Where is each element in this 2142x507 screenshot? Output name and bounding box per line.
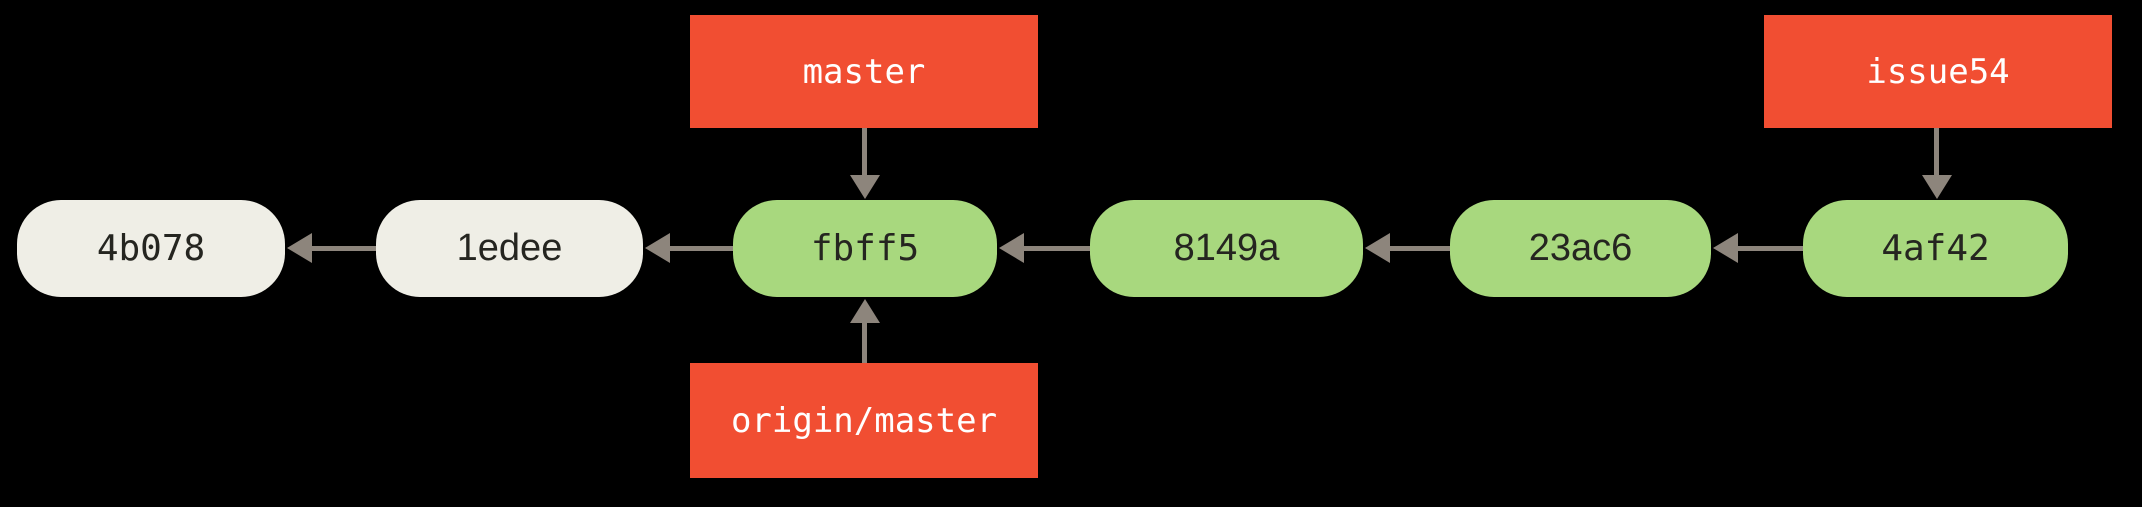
commit-node-8149a: 8149a <box>1090 200 1363 297</box>
arrowhead-left-icon <box>645 233 670 263</box>
arrowhead-left-icon <box>287 233 312 263</box>
arrowhead-left-icon <box>999 233 1024 263</box>
arrowhead-up-icon <box>850 299 880 323</box>
arrowhead-down-icon <box>850 175 880 199</box>
commit-node-23ac6: 23ac6 <box>1450 200 1711 297</box>
arrow-shaft <box>669 246 733 251</box>
arrowhead-left-icon <box>1713 233 1738 263</box>
commit-node-4af42: 4af42 <box>1803 200 2068 297</box>
commit-node-1edee: 1edee <box>376 200 643 297</box>
branch-label-issue54: issue54 <box>1764 15 2112 128</box>
arrow-shaft <box>1737 246 1803 251</box>
branch-label-master: master <box>690 15 1038 128</box>
arrow-shaft <box>862 128 867 175</box>
branch-label-origin-master: origin/master <box>690 363 1038 478</box>
arrow-shaft <box>1023 246 1090 251</box>
arrow-shaft <box>1389 246 1450 251</box>
commit-node-4b078: 4b078 <box>17 200 285 297</box>
arrow-shaft <box>1934 128 1939 175</box>
arrow-shaft <box>862 323 867 363</box>
commit-node-fbff5: fbff5 <box>733 200 997 297</box>
arrow-shaft <box>311 246 376 251</box>
arrowhead-left-icon <box>1365 233 1390 263</box>
arrowhead-down-icon <box>1922 175 1952 199</box>
